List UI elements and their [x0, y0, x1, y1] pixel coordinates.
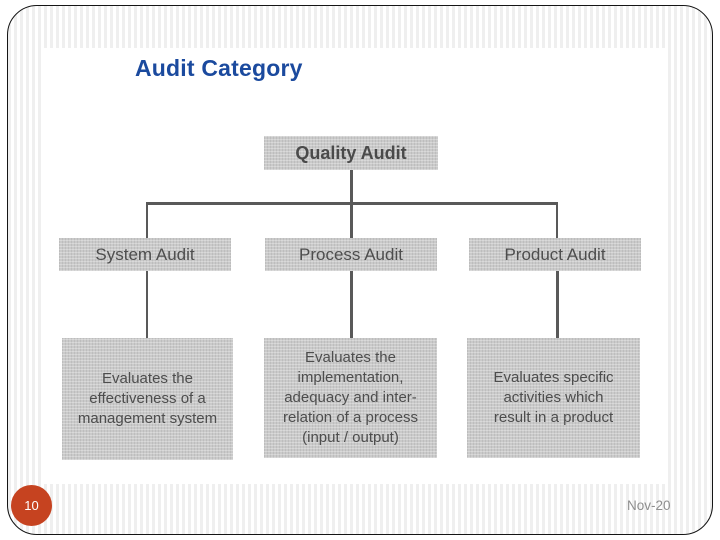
description-process-audit: Evaluates the implementation, adequacy a… [264, 338, 437, 458]
connector-drop-product [556, 202, 558, 238]
node-product-audit: Product Audit [469, 238, 641, 271]
node-process-audit: Process Audit [265, 238, 437, 271]
connector-root-vertical [350, 170, 353, 203]
date-label: Nov-20 [627, 498, 671, 513]
connector-drop-process [350, 202, 353, 238]
connector-process-description [350, 271, 353, 338]
connector-product-description [556, 271, 559, 338]
description-system-audit: Evaluates the effectiveness of a managem… [62, 338, 233, 460]
connector-drop-system [146, 202, 148, 238]
node-quality-audit: Quality Audit [264, 136, 438, 170]
slide-title: Audit Category [135, 55, 303, 81]
connector-system-description [146, 271, 148, 338]
node-system-audit: System Audit [59, 238, 231, 271]
page-number-badge: 10 [11, 485, 52, 526]
description-product-audit: Evaluates specific activities which resu… [467, 338, 640, 458]
